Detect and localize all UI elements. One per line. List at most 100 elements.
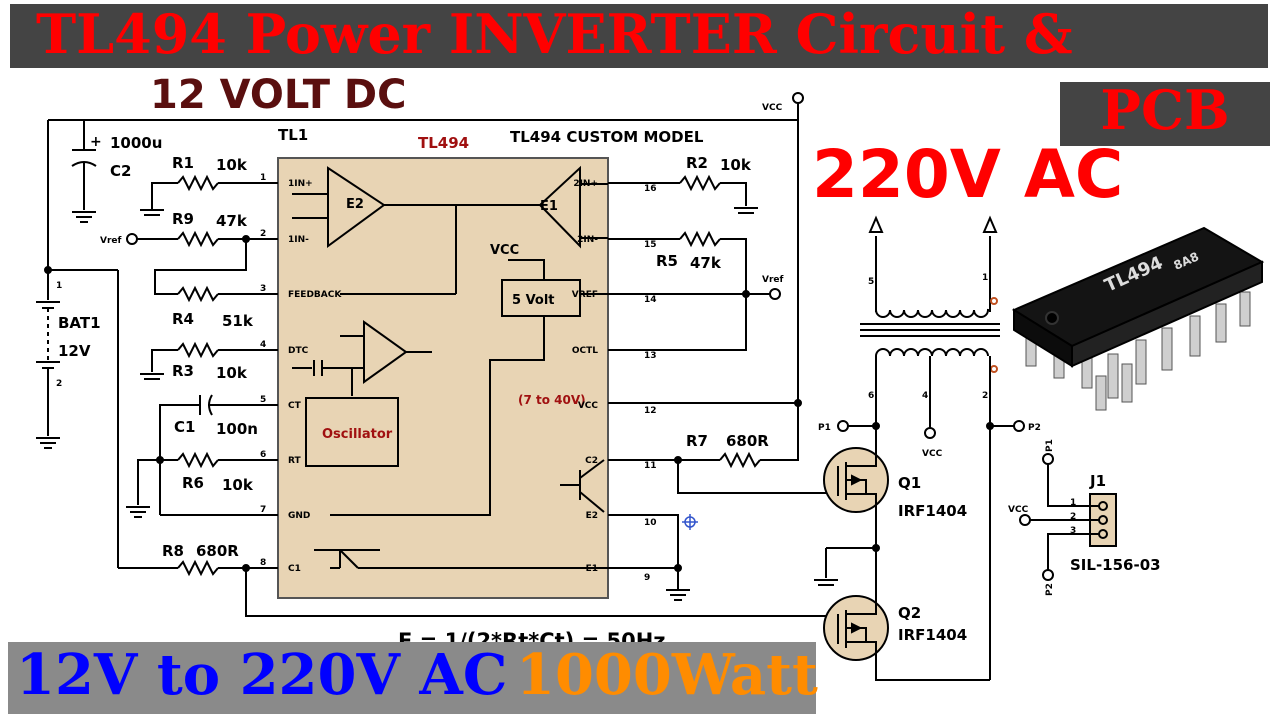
wire: [154, 239, 247, 295]
r4-ref: R4: [172, 310, 194, 328]
bat-ref: BAT1: [58, 314, 101, 332]
q2-source: [846, 641, 990, 681]
r6-ref: R6: [182, 474, 204, 492]
j1-ref: J1: [1089, 472, 1106, 490]
chip-marking-1: TL494: [1101, 252, 1166, 296]
j1-pin2-num: 2: [1070, 512, 1076, 522]
r1-ref: R1: [172, 154, 194, 172]
r6-val: 10k: [222, 476, 254, 494]
pin-num-12: 12: [644, 406, 657, 416]
r7-val: 680R: [726, 432, 769, 450]
dtc-comparator: [363, 320, 408, 384]
center-tap-terminal: [924, 427, 936, 439]
pin-num-9: 9: [644, 573, 650, 583]
r8-resistor: [177, 559, 219, 577]
wire: [151, 182, 178, 210]
chip-marking-2: 8A8: [1172, 249, 1201, 272]
ic-body: [277, 157, 609, 599]
wire: [760, 403, 799, 461]
r5-val: 47k: [690, 254, 722, 272]
vcc-label-ct: VCC: [922, 449, 943, 459]
j1-p2-terminal: [1042, 569, 1054, 581]
wire: [159, 404, 200, 515]
vref-terminal-right: [769, 288, 781, 300]
j1-pin1-num: 1: [1070, 498, 1076, 508]
p2-terminal: [1013, 420, 1025, 432]
r5-resistor: [679, 230, 721, 248]
q1-val: IRF1404: [898, 502, 967, 520]
wire: [508, 259, 545, 280]
bottom-banner: 12V to 220V AC 1000Watt: [8, 642, 818, 714]
xfmr-pin4: 4: [922, 391, 928, 401]
j1-p2-text: P2: [1045, 583, 1055, 596]
junction: [674, 564, 682, 572]
oscillator-box: [305, 397, 399, 467]
vref-label-left: Vref: [100, 236, 122, 246]
j1-vcc-terminal: [1019, 514, 1031, 526]
p2-label: P2: [1028, 423, 1041, 433]
vcc-label-top: VCC: [762, 103, 783, 113]
r9-val: 47k: [216, 212, 248, 230]
regulator-box: [501, 279, 581, 317]
wire: [330, 316, 545, 516]
j1-p1-terminal: [1042, 453, 1054, 465]
amp-e2: [327, 166, 386, 248]
j1-pin3-num: 3: [1070, 526, 1076, 536]
r2-resistor: [679, 174, 721, 192]
ac-out-arrow-right: [982, 215, 998, 233]
r2-val: 10k: [720, 156, 752, 174]
pin-feedback: FEEDBACK: [288, 290, 342, 300]
r9-resistor: [177, 230, 219, 248]
pin-num-11: 11: [644, 461, 657, 471]
secondary-winding: [875, 308, 991, 318]
q2-ref: Q2: [898, 604, 921, 622]
p1-label: P1: [818, 423, 831, 433]
wire: [151, 349, 178, 372]
primary-winding: [875, 348, 989, 357]
r2-ref: R2: [686, 154, 708, 172]
r4-val: 51k: [222, 312, 254, 330]
xfmr-pin6: 6: [868, 391, 874, 401]
c2-ref: C2: [110, 162, 131, 180]
pin-num-3: 3: [260, 284, 266, 294]
pin-rt: RT: [288, 456, 302, 466]
pin-1IN-: 1IN-: [288, 235, 309, 245]
r3-resistor: [177, 341, 219, 359]
r7-ref: R7: [686, 432, 708, 450]
pin-vcc: VCC: [578, 401, 599, 411]
vref-label-right: Vref: [762, 275, 784, 285]
p1-terminal: [837, 420, 849, 432]
c1-ref: C1: [174, 418, 195, 436]
title-continuation-banner: PCB: [1060, 78, 1270, 146]
amp-e1: [538, 165, 581, 249]
input-voltage-label: 12 VOLT DC: [150, 72, 407, 118]
j1-p1-text: P1: [1045, 439, 1055, 452]
bottom-power-text: 1000Watt: [516, 642, 818, 708]
junction: [742, 290, 750, 298]
title-text: TL494 Power INVERTER Circuit &: [36, 2, 1073, 66]
r5-ref: R5: [656, 252, 678, 270]
junction: [156, 456, 164, 464]
wire: [1047, 464, 1099, 507]
pin-num-13: 13: [644, 351, 657, 361]
junction: [44, 266, 52, 274]
pin-num-6: 6: [260, 450, 266, 460]
vcc-label-j1: VCC: [1008, 505, 1029, 515]
q1-drain: [846, 448, 877, 467]
pin-num-2: 2: [260, 229, 266, 239]
transistor-c2: [579, 491, 605, 513]
pin-gnd: GND: [288, 511, 310, 521]
ic-model: TL494 CUSTOM MODEL: [510, 128, 704, 146]
pin-num-14: 14: [644, 295, 657, 305]
dot: [990, 297, 998, 305]
vcc-terminal: [792, 92, 804, 104]
title-pcb-text: PCB: [1100, 78, 1230, 142]
pin-c2: C2: [585, 456, 598, 466]
output-voltage-label: 220V AC: [812, 136, 1124, 213]
pin-num-15: 15: [644, 240, 657, 250]
pin-2IN-: 2IN-: [577, 235, 598, 245]
pin-num-8: 8: [260, 558, 266, 568]
wire-q2-gate: [245, 568, 826, 617]
